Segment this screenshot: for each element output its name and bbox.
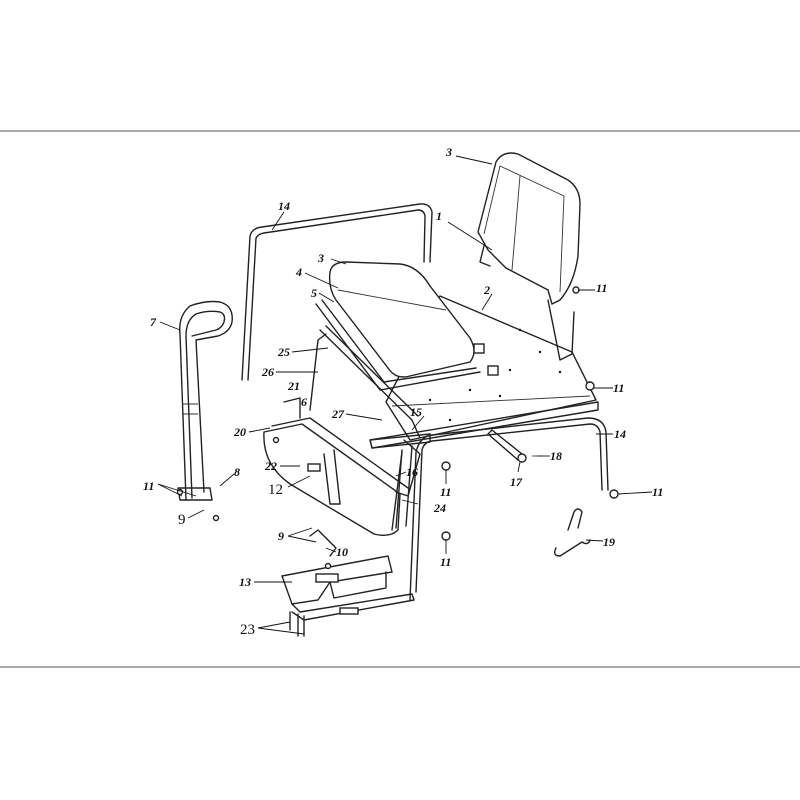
seat-cushion <box>315 261 481 391</box>
callout-18: 18 <box>550 449 562 463</box>
callout-7: 7 <box>150 315 157 329</box>
floor-support-frame <box>281 529 415 637</box>
callout-19: 19 <box>603 535 615 549</box>
callout-15: 15 <box>410 405 422 419</box>
callout-6: 6 <box>301 395 307 409</box>
rear-roll-bar <box>241 203 433 381</box>
callout-14-rear: 14 <box>278 199 290 213</box>
latch <box>553 508 591 557</box>
callout-11-lower: 11 <box>440 555 451 569</box>
callout-20: 20 <box>233 425 246 439</box>
leader-lines <box>157 155 653 635</box>
callout-3-cushion: 3 <box>317 251 324 265</box>
seat-backrest <box>477 152 581 361</box>
callout-10: 10 <box>336 545 348 559</box>
callout-23: 23 <box>240 622 255 638</box>
callout-8: 8 <box>234 465 240 479</box>
seat-frame <box>263 325 431 537</box>
front-roll-bar <box>409 417 609 601</box>
callout-11-front: 11 <box>652 485 663 499</box>
callout-1: 1 <box>436 209 442 223</box>
callout-12: 12 <box>268 482 283 498</box>
callout-24: 24 <box>433 501 446 515</box>
callout-13: 13 <box>239 575 251 589</box>
callout-3-backrest: 3 <box>445 145 452 159</box>
grab-handle <box>177 300 233 501</box>
support-rod <box>395 445 413 529</box>
callout-22: 22 <box>264 459 277 473</box>
callout-9-handle: 9 <box>178 512 186 528</box>
callout-5: 5 <box>311 286 317 300</box>
callout-9-frame: 9 <box>278 529 284 543</box>
callout-11-mid: 11 <box>440 485 451 499</box>
callout-26: 26 <box>261 365 274 379</box>
callout-11-handle: 11 <box>143 479 154 493</box>
callout-4: 4 <box>295 265 302 279</box>
callout-labels: 1 2 3 3 4 5 6 7 8 9 9 10 11 11 11 11 11 … <box>143 145 663 638</box>
callout-11-right: 11 <box>613 381 624 395</box>
pin-and-clip <box>487 429 542 463</box>
callout-17: 17 <box>510 475 523 489</box>
callout-2: 2 <box>483 283 490 297</box>
callout-27: 27 <box>331 407 345 421</box>
callout-25: 25 <box>277 345 290 359</box>
callout-11-upper: 11 <box>596 281 607 295</box>
callout-21: 21 <box>287 379 300 393</box>
callout-16: 16 <box>406 465 418 479</box>
callout-14-front: 14 <box>614 427 626 441</box>
